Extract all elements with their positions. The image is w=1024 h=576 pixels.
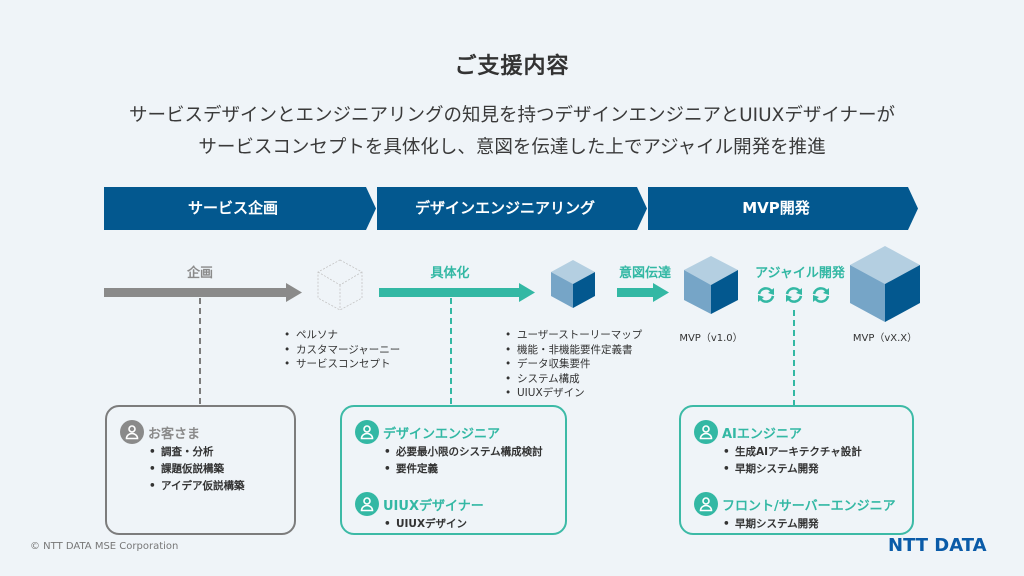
subtitle: サービスデザインとエンジニアリングの知見を持つデザインエンジニアとUIUXデザイ… [0,100,1024,164]
role-ai-engineer: AIエンジニア [694,420,912,444]
agile-label: アジャイル開発 [755,266,845,281]
concretize-arrow [379,283,535,302]
list-item: UIUXデザイン [505,386,642,401]
phase-mvp-development: MVP開発 [648,187,918,230]
role-name: お客さま [148,426,201,442]
agile-cycle-icons [757,287,830,303]
design-outputs: ユーザーストーリーマップ 機能・非機能要件定義書 データ収集要件 システム構成 … [505,328,642,401]
role-design-engineer: デザインエンジニア [355,420,565,444]
list-item: データ収集要件 [505,357,642,372]
design-role-box: デザインエンジニア 必要最小限のシステム構成検討 要件定義 UIUXデザイナー … [340,405,567,535]
chevron-shape [377,187,647,230]
phase-label: サービス企画 [187,199,278,217]
role-items: UIUXデザイン [342,516,565,533]
chevron-shape [648,187,918,230]
list-item: ペルソナ [284,328,400,343]
design-connector [450,298,452,406]
person-icon [355,492,379,516]
role-items: 生成AIアーキテクチャ設計 早期システム開発 [681,444,912,478]
list-item: 機能・非機能要件定義書 [505,343,642,358]
list-item: 早期システム開発 [723,461,912,478]
role-front-server-engineer: フロント/サーバーエンジニア [694,492,912,516]
phase-design-engineering: デザインエンジニアリング [377,187,647,230]
list-item: 生成AIアーキテクチャ設計 [723,444,912,461]
list-item: 調査・分析 [149,444,294,461]
planning-label: 企画 [186,266,213,281]
refresh-icon [812,287,830,303]
list-item: ユーザーストーリーマップ [505,328,642,343]
role-name: UIUXデザイナー [383,498,484,514]
concretize-label: 具体化 [430,266,470,281]
person-icon [120,420,144,444]
list-item: UIUXデザイン [384,516,565,533]
phase-service-planning: サービス企画 [104,187,376,230]
role-name: フロント/サーバーエンジニア [722,498,896,514]
list-item: 要件定義 [384,461,565,478]
mvp-role-box: AIエンジニア 生成AIアーキテクチャ設計 早期システム開発 フロント/サーバー… [679,405,914,535]
list-item: サービスコンセプト [284,357,400,372]
list-item: 早期システム開発 [723,516,912,533]
mvp-v1-label: MVP（v1.0） [679,333,743,344]
copyright: © NTT DATA MSE Corporation [30,541,179,552]
mvp-vx-cube-icon [850,246,920,322]
customer-connector [199,298,201,406]
planning-outputs: ペルソナ カスタマージャーニー サービスコンセプト [284,328,400,372]
refresh-icon [785,287,803,303]
page-title: ご支援内容 [454,54,570,79]
mvp-connector [793,310,795,406]
role-uiux-designer: UIUXデザイナー [355,492,565,516]
person-icon [355,420,379,444]
chevron-shape [104,187,376,230]
subtitle-line-2: サービスコンセプトを具体化し、意図を伝達した上でアジャイル開発を推進 [198,137,826,158]
role-customer: お客さま [120,420,294,444]
list-item: 必要最小限のシステム構成検討 [384,444,565,461]
list-item: システム構成 [505,372,642,387]
role-items: 調査・分析 課題仮説構築 アイデア仮説構築 [107,444,294,495]
customer-role-box: お客さま 調査・分析 課題仮説構築 アイデア仮説構築 [105,405,296,535]
role-name: デザインエンジニア [383,426,501,442]
mvp-vx-label: MVP（vX.X） [852,333,918,344]
person-icon [694,492,718,516]
cube-icon [551,260,595,308]
list-item: アイデア仮説構築 [149,478,294,495]
intent-arrow [617,283,669,302]
refresh-icon [757,287,775,303]
role-items: 必要最小限のシステム構成検討 要件定義 [342,444,565,478]
role-name: AIエンジニア [722,426,802,442]
phase-label: MVP開発 [742,199,810,217]
role-items: 早期システム開発 [681,516,912,533]
mvp-v1-cube-icon [684,256,738,314]
phase-label: デザインエンジニアリング [414,199,595,217]
ntt-data-logo: NTT DATA [888,535,987,556]
list-item: カスタマージャーニー [284,343,400,358]
subtitle-line-1: サービスデザインとエンジニアリングの知見を持つデザインエンジニアとUIUXデザイ… [129,105,895,126]
list-item: 課題仮説構築 [149,461,294,478]
person-icon [694,420,718,444]
empty-cube-icon [317,259,363,311]
planning-arrow [104,283,302,302]
intent-label: 意図伝達 [618,266,671,281]
